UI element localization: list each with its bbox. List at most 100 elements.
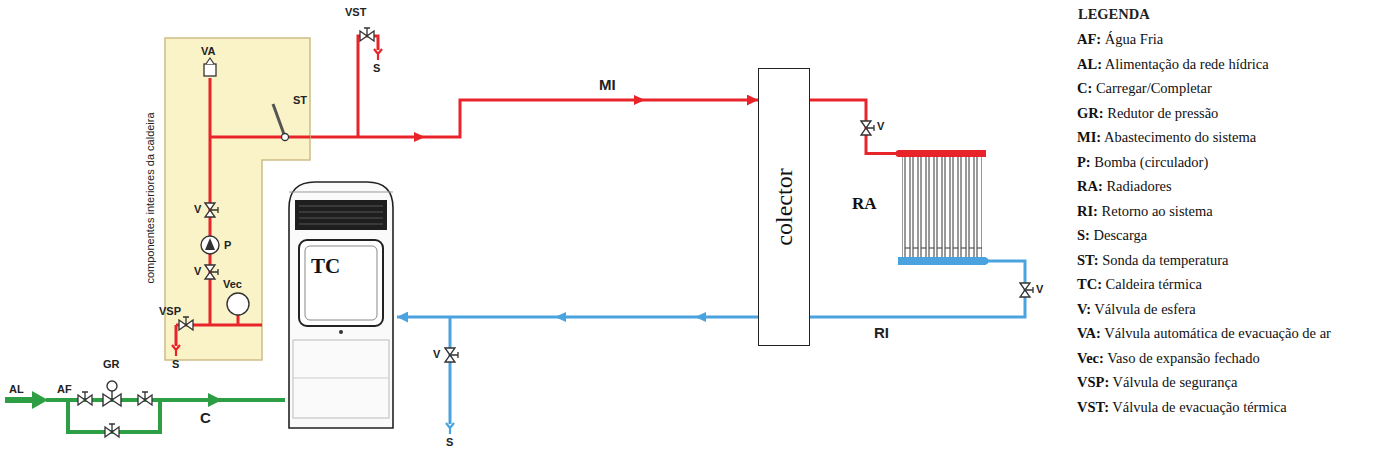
boiler-drawing <box>295 200 387 230</box>
flow-arrow <box>695 312 706 322</box>
legend-item: C: Carregar/Completar <box>1077 79 1369 98</box>
radiator-drawing <box>896 150 903 157</box>
legend-key: VST: <box>1077 399 1109 415</box>
legend-key: MI: <box>1077 129 1101 145</box>
legend-item: TC: Caldeira térmica <box>1077 275 1369 294</box>
boiler-internal-pipe <box>176 78 310 346</box>
ball-valve <box>1020 283 1033 297</box>
pump-symbol <box>205 238 215 250</box>
ball-valve <box>445 348 458 362</box>
ball-valve <box>205 265 218 279</box>
callout-label: V <box>1035 283 1044 296</box>
legend-item: RI: Retorno ao sistema <box>1077 202 1369 221</box>
legend-item: Vec: Vaso de expansão fechado <box>1077 349 1369 368</box>
radiator-drawing <box>982 258 989 265</box>
pipe-green <box>5 400 285 432</box>
legend-heading: LEGENDA <box>1077 8 1151 21</box>
temperature-probe <box>273 104 289 141</box>
legend-item: RA: Radiadores <box>1077 177 1369 196</box>
legend-item: GR: Redutor de pressão <box>1077 104 1369 123</box>
air-valve <box>206 58 214 64</box>
pipe-green <box>68 400 160 432</box>
legend-item: MI: Abastecimento do sistema <box>1077 128 1369 147</box>
legend-item: VST: Válvula de evacuação térmica <box>1077 398 1369 417</box>
legend-key: V: <box>1077 301 1091 317</box>
pipe-green <box>46 398 285 402</box>
callout-label: V <box>876 120 885 133</box>
pressure-reducer <box>103 394 121 406</box>
legend-key: AF: <box>1077 31 1101 47</box>
callout-label: VA <box>200 45 216 58</box>
thermal-valve <box>360 28 374 41</box>
boiler-drawing <box>299 240 383 326</box>
temperature-probe <box>273 104 285 137</box>
callout-label: VSP <box>158 305 182 318</box>
legend-text: S: Descarga <box>1077 227 1147 243</box>
pipe-connector <box>810 261 1025 317</box>
pipe-red <box>358 36 378 137</box>
pipe-blue <box>449 317 452 424</box>
node-label: colector <box>771 168 798 245</box>
legend-text: P: Bomba (circulador) <box>1077 154 1208 170</box>
legend-key: VA: <box>1077 325 1101 341</box>
legend-text: V: Válvula de esfera <box>1077 301 1196 317</box>
legend-key: P: <box>1077 154 1091 170</box>
legend-text: AF: Água Fria <box>1077 31 1163 47</box>
callout-label: P <box>223 239 232 252</box>
drain-symbol <box>374 49 382 60</box>
boiler-drawing <box>285 178 397 430</box>
callout-label: VST <box>344 6 367 19</box>
legend-text: C: Carregar/Completar <box>1077 80 1212 96</box>
pipe-connector <box>810 100 896 154</box>
legend-key: C: <box>1077 80 1092 96</box>
legend-key: VSP: <box>1077 374 1109 390</box>
pipe-green <box>5 397 32 403</box>
legend-key: GR: <box>1077 105 1104 121</box>
air-valve <box>204 58 216 76</box>
legend-text: Vec: Vaso de expansão fechado <box>1077 350 1260 366</box>
boiler-drawing <box>299 206 383 224</box>
legend-text: VSP: Válvula de segurança <box>1077 374 1237 390</box>
legend-item: VA: Válvula automática de evacuação de a… <box>1077 324 1369 343</box>
legend-item: S: Descarga <box>1077 226 1369 245</box>
boiler-drawing <box>289 182 393 428</box>
node-label: componentes interiores da caldeira <box>144 112 156 283</box>
ball-valve <box>205 203 218 217</box>
callout-label: Vec <box>222 278 243 291</box>
legend-text: MI: Abastecimento do sistema <box>1077 129 1256 145</box>
ball-valve <box>78 392 92 405</box>
pipe-red <box>358 36 378 137</box>
callout-label: AF <box>56 383 73 396</box>
temperature-probe <box>282 134 289 141</box>
pump-symbol <box>201 236 219 254</box>
flow-arrow <box>208 393 222 407</box>
boiler-internal-pipe <box>176 78 310 346</box>
legend-key: AL: <box>1077 56 1102 72</box>
air-valve <box>204 64 216 76</box>
node-label: TC <box>311 254 340 279</box>
radiator-drawing <box>902 156 982 257</box>
expansion-vessel <box>227 293 249 315</box>
drain-symbol <box>172 345 180 356</box>
safety-valve <box>179 317 193 330</box>
boiler-drawing <box>289 192 393 193</box>
legend-item: ST: Sonda da temperatura <box>1077 251 1369 270</box>
ball-valve <box>105 424 119 437</box>
ball-valve <box>138 392 152 405</box>
ball-valve <box>861 121 874 135</box>
callout-label: S <box>445 436 454 449</box>
legend-item: AL: Alimentação da rede hídrica <box>1077 55 1369 74</box>
boiler-drawing <box>339 330 343 334</box>
radiator-drawing <box>898 150 986 157</box>
legend-text: RI: Retorno ao sistema <box>1077 203 1213 219</box>
callout-label: AL <box>8 383 25 396</box>
flow-arrow <box>555 312 566 322</box>
pipe-blue <box>449 317 452 424</box>
radiator-drawing <box>896 148 988 268</box>
callout-label: GR <box>102 358 121 371</box>
legend-text: AL: Alimentação da rede hídrica <box>1077 56 1269 72</box>
radiator-drawing <box>898 257 986 265</box>
callout-label: S <box>372 62 381 75</box>
pipe-label: RI <box>873 324 890 341</box>
